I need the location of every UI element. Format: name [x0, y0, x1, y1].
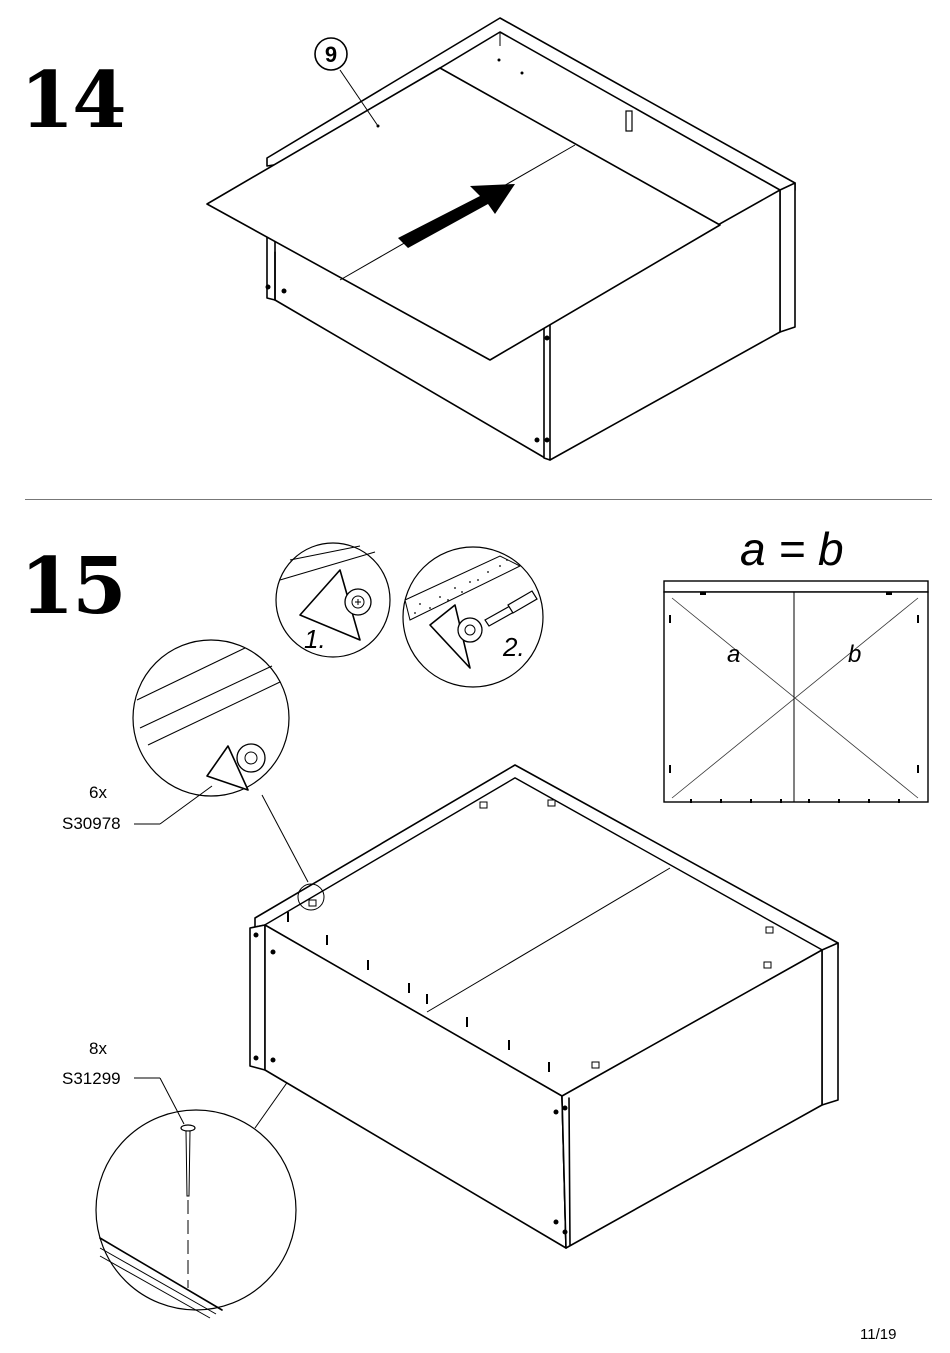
diagonal-equation: a = b [740, 526, 844, 572]
step14-drawer-illustration: 9 [207, 18, 795, 460]
detail-label-1: 1. [304, 624, 326, 654]
hardware-quantity-1: 6x [89, 784, 107, 801]
diagonal-check-diagram: a b [664, 581, 928, 803]
corner-bracket-icon [480, 802, 487, 808]
drawer-right-panel-edge [780, 183, 795, 332]
part-callout-9: 9 [325, 42, 337, 67]
drawer-left-panel-edge [250, 925, 265, 1070]
detail-circle-2: 2. [403, 547, 543, 687]
hardware-part-code-1: S30978 [62, 815, 121, 832]
drawer-left-panel-edge [267, 232, 275, 300]
drawer-right-panel-edge [822, 943, 838, 1105]
page-number: 11/19 [860, 1326, 896, 1343]
nail-icon [181, 1125, 195, 1131]
diagonal-label-a: a [727, 641, 740, 668]
step15-drawer-illustration [250, 765, 838, 1248]
detail-label-2: 2. [502, 632, 525, 662]
corner-bracket-icon [626, 111, 632, 131]
hardware-part-code-2: S31299 [62, 1070, 121, 1087]
detail-circle-bracket [133, 640, 308, 882]
detail-circle-1: 1. [276, 543, 390, 657]
diagonal-label-b: b [848, 641, 861, 668]
hardware-quantity-2: 8x [89, 1040, 107, 1057]
